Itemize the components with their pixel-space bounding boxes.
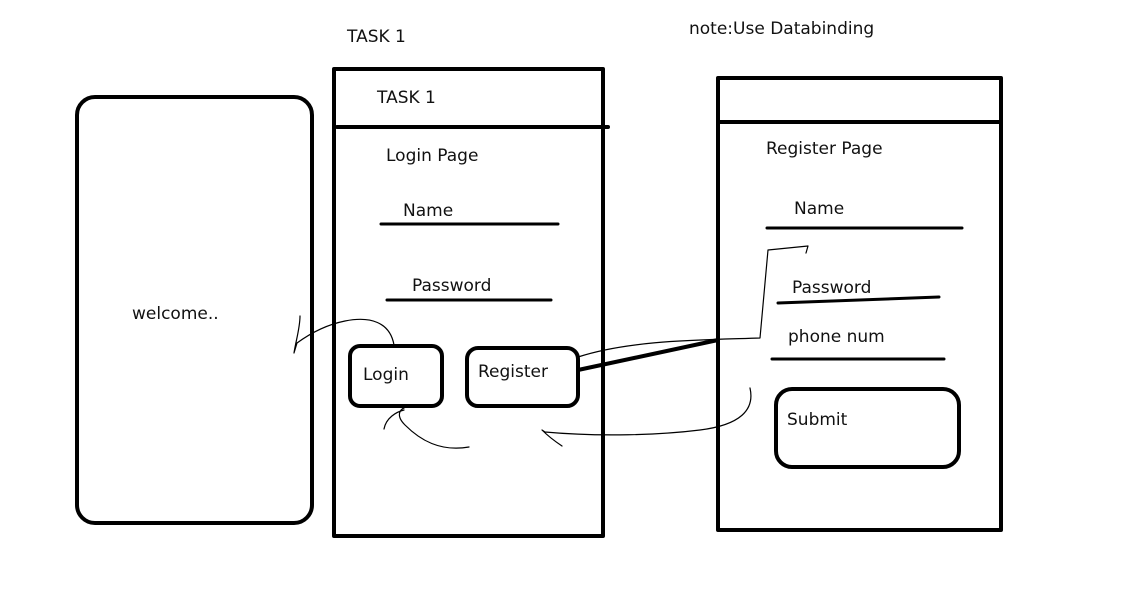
login-password-label: Password <box>412 276 492 296</box>
login-appbar-title: TASK 1 <box>377 88 436 108</box>
register-connector-thick <box>576 338 720 372</box>
login-name-label: Name <box>403 201 454 221</box>
arrow-register-to-register-screen <box>577 245 809 358</box>
login-button-label: Login <box>363 365 409 385</box>
arrow-login-to-welcome <box>293 315 395 354</box>
submit-button-label: Submit <box>787 410 848 430</box>
register-button-frame <box>465 346 580 408</box>
welcome-screen-frame <box>75 95 314 525</box>
welcome-text: welcome.. <box>132 304 219 324</box>
login-screen-frame <box>332 67 605 538</box>
login-page-title: Login Page <box>386 146 479 166</box>
login-button-frame <box>348 344 444 408</box>
submit-button-frame <box>774 387 961 469</box>
note-databinding: note:Use Databinding <box>689 19 875 39</box>
register-password-label: Password <box>792 278 872 298</box>
register-button-label: Register <box>478 362 548 382</box>
register-screen-frame <box>716 76 1003 532</box>
register-name-label: Name <box>794 199 845 219</box>
arrow-loop-to-login <box>383 405 470 449</box>
arrow-submit-back-to-register <box>541 387 752 447</box>
heading-task-1: TASK 1 <box>347 27 406 47</box>
register-page-title: Register Page <box>766 139 883 159</box>
register-password-underline <box>776 295 941 305</box>
register-phone-label: phone num <box>788 327 885 347</box>
